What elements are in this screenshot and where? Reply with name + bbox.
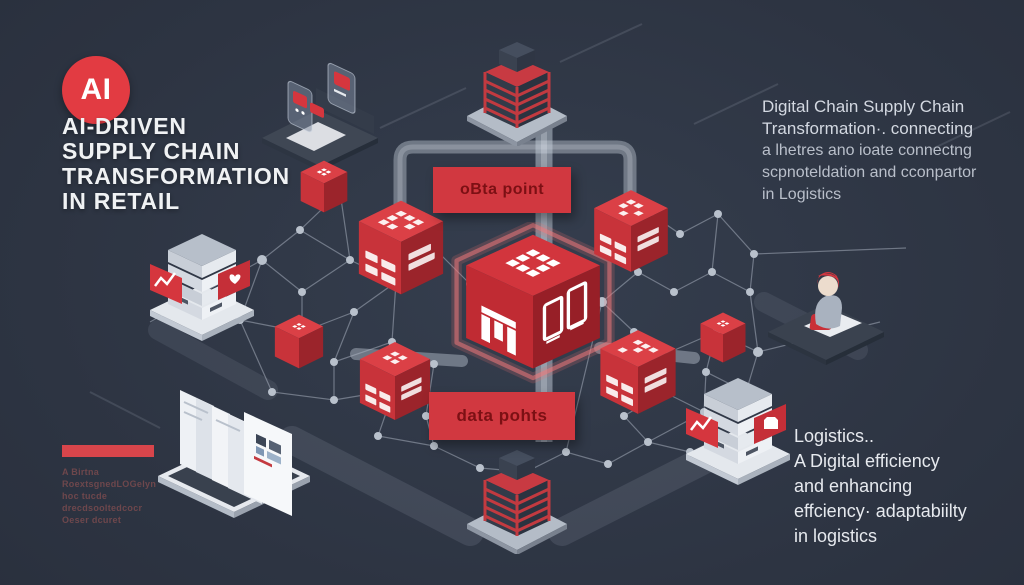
caption-line: hoc tucde [62,491,108,501]
data-cube-text-left-bottom [356,338,434,424]
caption-line: effciency· adaptabiilty [794,501,967,521]
alert-badge-icon [310,102,324,118]
caption-line: Digital Chain Supply Chain [762,97,965,116]
person-desk-illustration [762,268,892,368]
data-point-label-top: oBta point [433,167,571,213]
caption-line: in Logistics [762,186,842,203]
bottom-right-caption: Logistics.. A Digital efficiency and enh… [794,424,967,549]
title-line: TRANSFORMATION [62,163,290,189]
data-cube-text-right [590,186,672,276]
caption-line: Oeser dcuret [62,515,122,525]
title-line: AI-DRIVEN [62,113,187,139]
server-stack-right-illustration [678,356,798,486]
factory-building-bottom-illustration [455,434,580,554]
chart-line-icon [690,416,713,431]
containers-icon [542,281,588,344]
data-cube-text-left [354,196,448,299]
person-head [818,276,838,296]
background-streaks [89,23,1011,429]
bottom-left-caption: A Birtna RoextsgnedLOGelyn hoc tucde dre… [62,445,156,526]
caption-line: A Digital efficiency [794,451,940,471]
building-floor-bands [483,72,551,128]
cube-left-marks [365,250,396,286]
dashboard-thumbnail [254,433,281,468]
caption-line: in logistics [794,526,878,546]
caption-line: Transformation·. connecting [762,119,974,138]
building-floor-bands [483,480,551,536]
title-line: IN RETAIL [62,188,180,214]
caption-line: scpnoteldation and cconpartor [762,164,977,181]
person [809,272,842,330]
cube-glyph [716,320,730,327]
alert-badge-icon [293,91,307,109]
factory-building-top-illustration [455,26,580,146]
caption-line: RoextsgnedLOGelyn [62,479,157,489]
title-line: SUPPLY CHAIN [62,138,241,164]
cube-right-marks [408,243,435,271]
alert-panel-2 [327,62,356,114]
top-right-caption: Digital Chain Supply Chain Transformatio… [762,96,976,206]
ai-logo: AI [62,56,130,124]
data-point-label-bottom: data pohts [429,392,575,440]
caption-line: and enhancing [794,476,913,496]
chart-line-icon [154,272,177,287]
data-cube-small-1 [298,158,350,215]
page-title: AI-DRIVEN SUPPLY CHAIN TRANSFORMATION IN… [62,114,290,214]
caption-line: a lhetres ano ioate connectng [762,142,972,159]
caption-line: Logistics.. [794,426,875,446]
alert-badge-icon [334,71,350,91]
document-cards [180,390,292,516]
heart-icon [229,274,241,284]
caption-line: drecdsooltedcocr [62,503,143,513]
documents-stack-illustration [152,368,317,518]
data-cube-small-right [698,310,748,365]
red-accent-bar [62,445,154,457]
box-icon [764,417,778,429]
laptop-alerts-illustration [252,58,387,178]
data-cube-small-left [272,312,326,371]
central-data-cube [447,222,619,387]
bar-chart-icon [481,305,516,356]
caption-line: A Birtna [62,467,100,477]
data-cube-text-right-bottom [596,326,680,418]
person-torso [815,295,842,329]
server-stack-left-illustration [142,212,262,342]
